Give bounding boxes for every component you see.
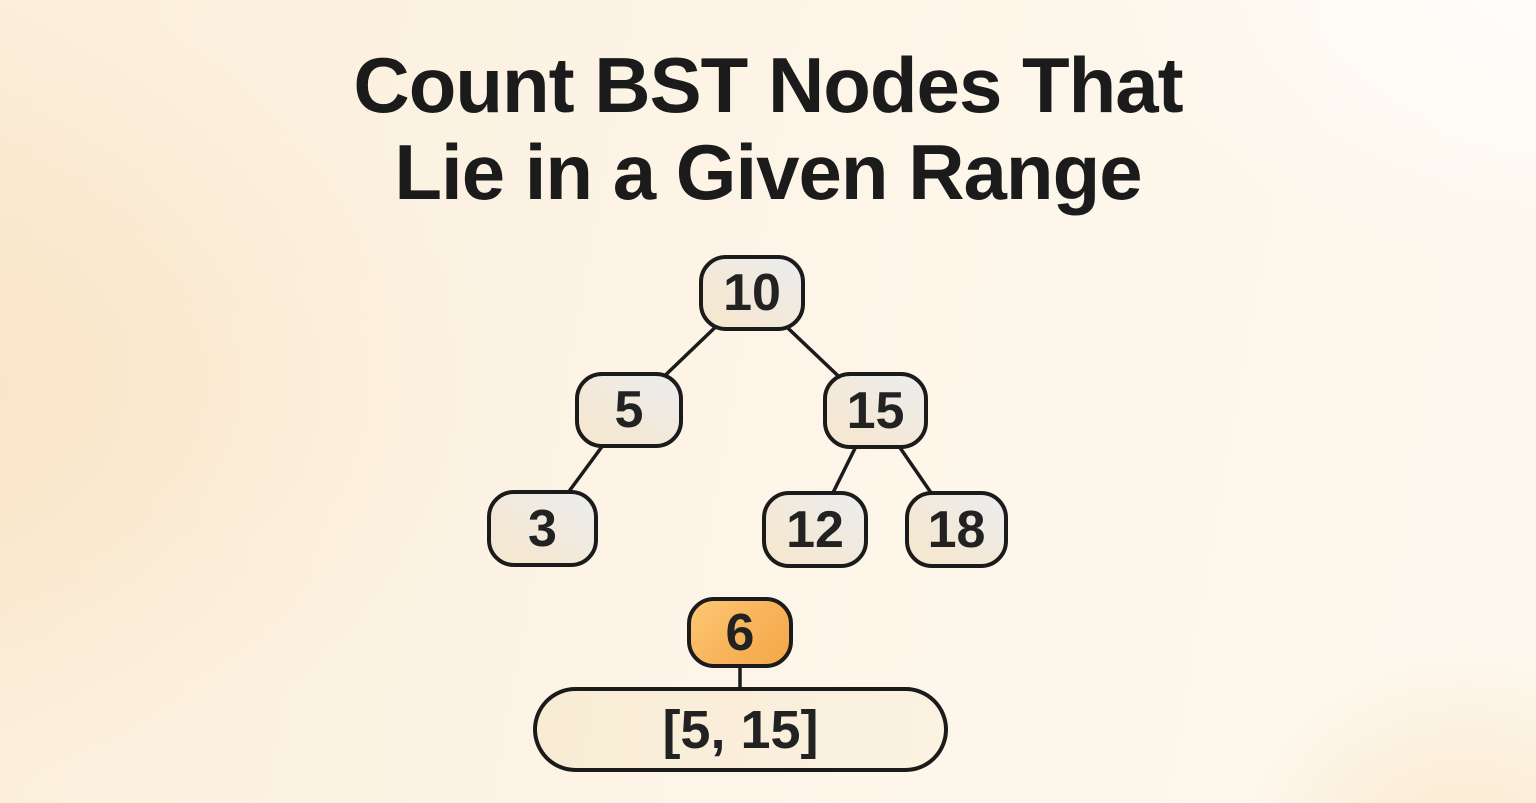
tree-node-15: 15 — [823, 372, 928, 449]
count-result-value: 6 — [725, 603, 755, 662]
node-value: 15 — [846, 381, 905, 440]
title-line-1: Count BST Nodes That — [353, 41, 1183, 129]
title-line-2: Lie in a Given Range — [394, 128, 1142, 217]
tree-node-12: 12 — [762, 491, 868, 568]
range-box: [5, 15] — [533, 687, 948, 772]
node-value: 12 — [786, 500, 844, 559]
node-value: 3 — [528, 499, 557, 558]
node-value: 10 — [723, 264, 781, 322]
range-label: [5, 15] — [662, 699, 819, 760]
tree-node-10: 10 — [699, 255, 805, 331]
page-title: Count BST Nodes That Lie in a Given Rang… — [0, 41, 1536, 217]
tree-node-3: 3 — [487, 490, 598, 567]
node-value: 18 — [927, 500, 986, 559]
count-result-node: 6 — [687, 597, 793, 668]
node-value: 5 — [614, 381, 644, 439]
tree-node-5: 5 — [575, 372, 683, 448]
tree-node-18: 18 — [905, 491, 1008, 568]
